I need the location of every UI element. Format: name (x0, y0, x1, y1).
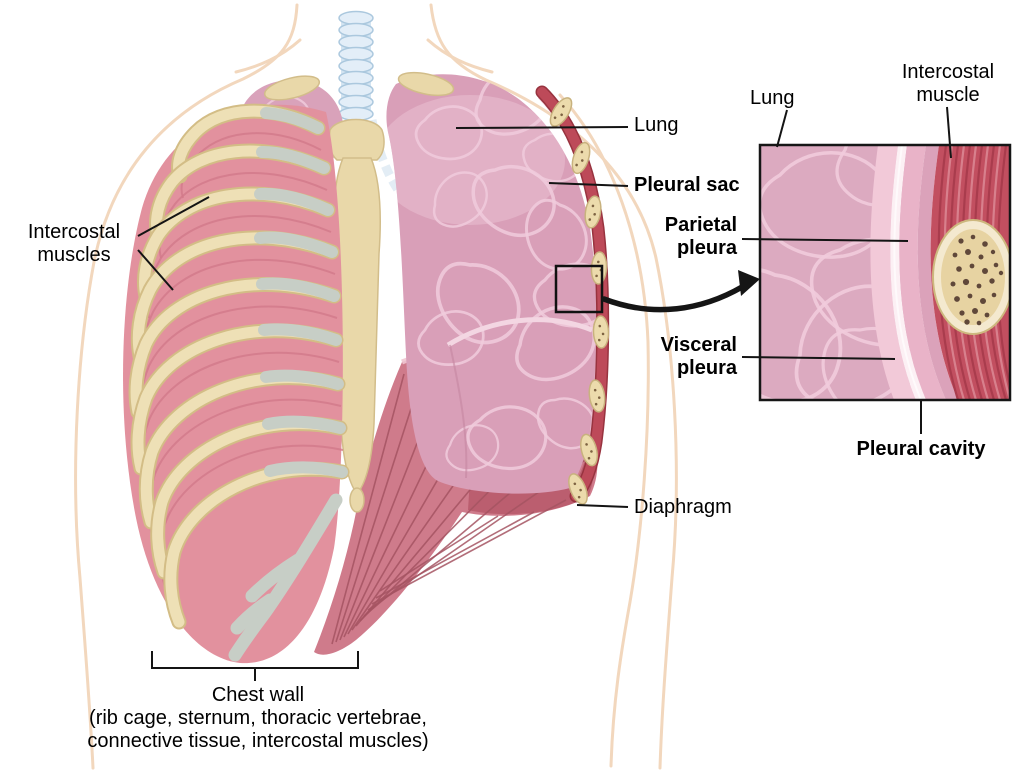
manubrium (328, 118, 385, 161)
label-intercostal-muscles: Intercostal muscles (27, 221, 121, 266)
inset-label-lung: Lung (750, 87, 795, 109)
label-diaphragm: Diaphragm (634, 496, 732, 518)
inset-intercostal-leader (946, 106, 952, 159)
inset-label-pleural-cavity: Pleural cavity (856, 438, 986, 460)
zoom-arrowhead (738, 270, 760, 296)
intercostal-leader-upper (137, 196, 210, 237)
inset-rib-cross-section (932, 219, 1010, 335)
inset-parietal-pleura (899, 145, 946, 400)
inset-label-intercostal-muscle: Intercostal muscle (901, 61, 995, 106)
right-clavicle (397, 71, 455, 97)
visceral-pleura-leader (741, 356, 896, 360)
diaphragm-leader (576, 504, 629, 508)
inset-content (760, 145, 1010, 400)
lung-leader (455, 126, 629, 129)
inset-label-visceral-pleura: Visceral pleura (660, 334, 737, 379)
label-lung: Lung (634, 114, 679, 136)
parietal-pleura-leader (741, 238, 909, 242)
leader-lines (137, 106, 952, 681)
inset-fascia (917, 145, 958, 400)
inset-border (758, 143, 1012, 402)
label-pleural-sac: Pleural sac (634, 174, 740, 196)
pleural-sac-leader (548, 182, 629, 187)
label-chest-wall: Chest wall (rib cage, sternum, thoracic … (87, 684, 429, 752)
rib-speckles (950, 234, 1004, 326)
costal-margin (228, 493, 343, 662)
inset-cavity-highlight (893, 145, 922, 400)
inset-visceral-pleura (870, 145, 916, 400)
trachea-rings (338, 10, 374, 122)
lung-fissure (446, 317, 593, 348)
left-clavicle (263, 75, 321, 101)
zoom-arrow (601, 270, 760, 313)
costal-cartilage-tips (254, 107, 348, 478)
inset-panel (758, 143, 1012, 402)
xiphoid (349, 487, 365, 513)
chest-wall-bracket (151, 651, 359, 681)
inset-lung-leader (776, 109, 788, 148)
lower-lobe-edge (449, 344, 468, 479)
inset-pleural-cavity (890, 145, 926, 400)
inset-label-parietal-pleura: Parietal pleura (664, 214, 737, 259)
intercostal-leader-lower (137, 249, 174, 291)
rib-cage (123, 75, 348, 664)
sternum (328, 71, 455, 513)
torso-outline (74, 3, 678, 770)
zoom-source-box (554, 264, 604, 314)
